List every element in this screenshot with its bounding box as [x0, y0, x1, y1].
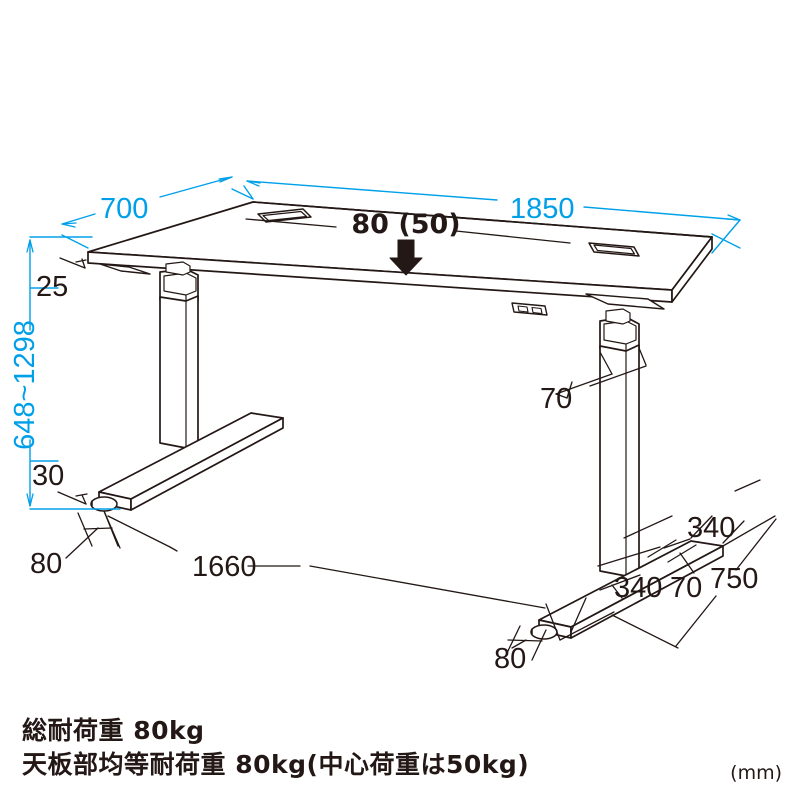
- load-arrow-group: [389, 239, 423, 276]
- load-capacity-callout: 80 (50): [351, 209, 460, 240]
- span-dim-mid-a: [169, 546, 178, 552]
- desk-illustration: [87, 201, 724, 640]
- foot-depth-dim-upper: [735, 518, 777, 571]
- height-arrow-top: [26, 239, 34, 253]
- dim-label-column-width: 70: [540, 383, 572, 415]
- foot-mid-ext-b: [667, 544, 697, 563]
- foot-mid-dim2: [663, 538, 691, 549]
- width-arrow-right: [726, 214, 741, 221]
- span-ext-right: [545, 603, 561, 641]
- column-width-ext-a: [599, 351, 613, 375]
- foot-front-dim: [599, 574, 641, 591]
- specification-notes: 総耐荷重 80kg 天板部均等耐荷重 80kg(中心荷重は50kg): [22, 714, 778, 782]
- column-width-leader2: [566, 381, 573, 399]
- foot-depth-ext-a: [722, 515, 776, 547]
- width-arrow-left: [246, 180, 261, 187]
- dim-label-foot-left-offset: 80: [30, 548, 62, 580]
- foot-mid-leader: [679, 552, 695, 574]
- right-leg-mount-bracket: [585, 293, 665, 310]
- foot-mid-ext-a: [647, 539, 677, 558]
- footheight-leader: [57, 491, 87, 505]
- cable-port-left-inner: [262, 210, 308, 222]
- right-leg-riser: [605, 308, 631, 325]
- column-width-leader: [555, 393, 568, 399]
- dim-label-foot-front: 340: [614, 572, 662, 604]
- depth-dim-line-left: [61, 213, 96, 225]
- control-panel-button-1[interactable]: [517, 305, 529, 313]
- span-dim-left: [107, 515, 171, 548]
- cable-port-right-inner: [593, 244, 636, 255]
- span-dim-right: [309, 565, 546, 609]
- desktop-right-edge: [671, 236, 713, 303]
- left-leg-column-lower: [159, 295, 199, 449]
- foot-depth-ext-b: [559, 611, 615, 641]
- dim-label-foot-middle: 70: [670, 572, 702, 604]
- width-diag-close: [711, 219, 741, 254]
- dim-label-foot-rear: 340: [687, 512, 735, 544]
- depth-arrow-right: [218, 176, 233, 183]
- column-width-dim: [555, 373, 613, 395]
- thickness-leader-tick2: [81, 258, 86, 269]
- foot-rear-ext-b: [722, 520, 745, 544]
- down-arrow-icon: [389, 239, 423, 276]
- dim-label-width: 1850: [510, 193, 575, 225]
- dim-label-top-thickness: 25: [36, 271, 68, 303]
- thickness-leader-tick: [75, 259, 87, 263]
- depth-ext-b: [231, 188, 254, 200]
- left-leg-column-mid: [163, 272, 197, 296]
- foot-front-leader: [611, 584, 623, 599]
- right-offset-leader: [511, 639, 527, 649]
- dim-label-foot-right-offset: 80: [494, 643, 526, 675]
- control-panel-button-2[interactable]: [531, 306, 543, 315]
- column-width-dim2: [589, 365, 647, 387]
- dim-label-depth: 700: [100, 193, 148, 225]
- right-leg-column-mid: [603, 320, 637, 345]
- desktop-underside-line: [252, 201, 713, 238]
- left-foot-side-face: [130, 417, 284, 511]
- note-total-load: 総耐荷重 80kg: [22, 716, 205, 745]
- foot-rear-ext-a: [690, 515, 713, 539]
- left-leg-mount-bracket: [99, 263, 151, 275]
- depth-dim-line-right: [159, 176, 233, 198]
- width-dim-line-left: [246, 180, 498, 201]
- left-leg-riser: [165, 261, 191, 276]
- foot-depth-ext-bot: [611, 614, 679, 649]
- unit-label: (mm): [730, 762, 782, 784]
- width-dim-line-right: [583, 206, 741, 221]
- load-callout-leader-left: [245, 218, 337, 228]
- dim-label-height-range: 648~1298: [9, 320, 41, 450]
- height-arrow-bottom: [26, 493, 34, 507]
- dim-label-foot-depth: 750: [710, 563, 758, 595]
- foot-depth-dim-lower: [675, 595, 717, 647]
- foot-front-ext-a: [570, 597, 587, 633]
- thickness-leader: [59, 257, 86, 269]
- cyan-dimension-lines: [26, 176, 741, 510]
- footheight-leader-tick2: [81, 494, 87, 505]
- dim-label-leg-span: 1660: [192, 551, 257, 583]
- load-callout-leader: [455, 230, 571, 244]
- left-offset-leader: [65, 527, 99, 559]
- note-desktop-load: 天板部均等耐荷重 80kg(中心荷重は50kg): [22, 750, 530, 779]
- foot-rear-dim2: [734, 479, 761, 492]
- foot-rear-dim: [623, 515, 673, 539]
- column-width-ext-b: [638, 347, 647, 366]
- right-foot-glide: [530, 624, 558, 640]
- depth-arrow-left: [61, 222, 77, 228]
- width-ext-a: [243, 185, 254, 200]
- dim-label-foot-height: 30: [32, 460, 64, 492]
- width-ext-b: [711, 233, 741, 249]
- black-dimension-lines: [57, 218, 777, 661]
- foot-mid-dim: [597, 546, 661, 567]
- right-offset-ext-b: [531, 629, 547, 661]
